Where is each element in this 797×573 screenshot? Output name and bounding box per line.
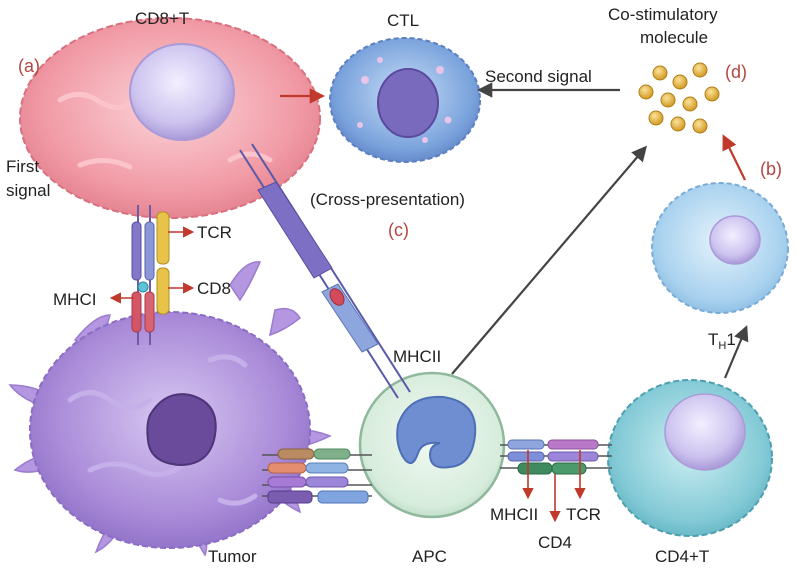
tumor-nucleus <box>146 393 217 467</box>
label-cd8: CD8 <box>197 279 231 298</box>
apc-nucleus <box>396 395 477 469</box>
apc-cell <box>358 371 506 519</box>
receptor-mhcii-diagonal <box>239 143 411 399</box>
label-first-signal-line1: First <box>6 157 39 176</box>
ctl-cell <box>329 37 481 163</box>
cd4-nucleus <box>664 393 746 471</box>
label-tcr-bottom: TCR <box>566 505 601 524</box>
label-costim-line2: molecule <box>640 28 708 47</box>
label-th1-main: T <box>708 330 718 349</box>
label-th1-suffix: 1 <box>726 330 735 349</box>
receptor-tumor-apc <box>262 448 372 504</box>
arrow-cd4-to-th1 <box>723 325 749 379</box>
label-th1-sub: H <box>718 340 726 352</box>
costim-molecules <box>638 62 720 134</box>
arrow-th1-to-costim <box>722 134 746 181</box>
tag-a: (a) <box>18 56 40 76</box>
label-th1: TH1 <box>708 330 736 352</box>
label-apc: APC <box>412 547 447 566</box>
label-cd4: CD4 <box>538 533 572 552</box>
label-costim-line1: Co-stimulatory <box>608 5 718 24</box>
cd8-t-cell <box>19 17 321 219</box>
th1-cell <box>651 182 789 314</box>
arrow-apc-to-costim <box>451 145 648 375</box>
label-tumor: Tumor <box>208 547 257 566</box>
cd4-t-cell <box>607 379 773 537</box>
cd8-nucleus <box>129 43 235 141</box>
tumor-cell <box>29 311 311 549</box>
label-cross-presentation: (Cross-presentation) <box>310 190 465 209</box>
ctl-nucleus <box>377 68 439 138</box>
label-second-signal: Second signal <box>485 67 592 86</box>
tag-c: (c) <box>388 220 409 240</box>
label-cd4-t: CD4+T <box>655 547 709 566</box>
label-first-signal-line2: signal <box>6 181 50 200</box>
receptor-apc-cd4 <box>500 439 612 475</box>
tag-b: (b) <box>760 159 782 179</box>
label-cd8-t: CD8+T <box>135 9 189 28</box>
label-mhci: MHCI <box>53 290 96 309</box>
label-mhcii-mid: MHCII <box>393 347 441 366</box>
receptor-tcr-mhci-cd8 <box>131 205 170 345</box>
arrows <box>109 82 749 523</box>
label-ctl: CTL <box>387 11 419 30</box>
th1-nucleus <box>709 215 761 265</box>
label-tcr-top: TCR <box>197 223 232 242</box>
label-mhcii-bottom: MHCII <box>490 505 538 524</box>
tag-d: (d) <box>725 62 747 82</box>
